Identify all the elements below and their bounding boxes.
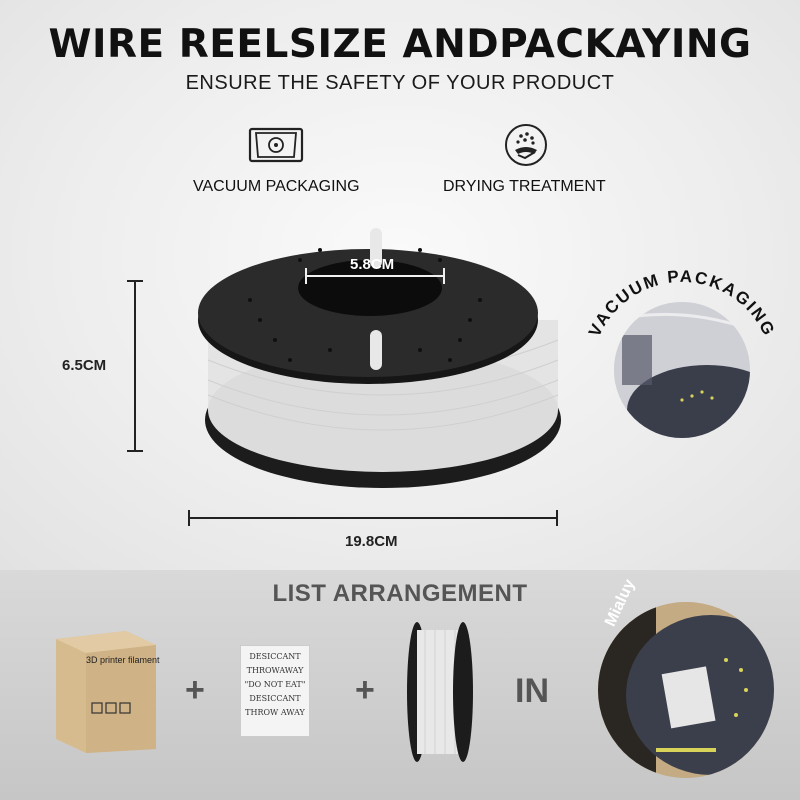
vacuum-badge-photo (614, 302, 750, 438)
height-label: 6.5CM (62, 357, 107, 374)
svg-text:VACUUM PACKAGING: VACUUM PACKAGING (585, 267, 779, 340)
box-label: 3D printer filament (86, 655, 160, 665)
list-title: LIST ARRANGEMENT (272, 580, 528, 607)
plus-sign-2: + (355, 671, 375, 709)
desiccant-line-2: THROWAWAY (246, 666, 304, 675)
desiccant-line-4: DESICCANT (249, 694, 301, 703)
desiccant-line-5: THROW AWAY (245, 708, 305, 717)
feature-label-drying: DRYING TREATMENT (443, 178, 606, 195)
page-subtitle: ENSURE THE SAFETY OF YOUR PRODUCT (185, 72, 615, 94)
packaging-box (56, 631, 156, 753)
desiccant-line-3: "DO NOT EAT" (244, 680, 306, 689)
desiccant-line-1: DESICCANT (249, 652, 301, 661)
vacuum-badge-text: VACUUM PACKAGING (585, 267, 779, 340)
vacuum-bag-icon (248, 127, 304, 163)
drying-icon (505, 124, 547, 166)
inner-diameter-line (305, 268, 445, 284)
width-line (188, 510, 558, 526)
spool-side-view (407, 622, 473, 762)
filament-spool (198, 228, 561, 488)
vacuum-badge-label: VACUUM PACKAGING (585, 267, 777, 340)
inner-diameter-label: 5.8CM (350, 256, 395, 273)
desiccant-pack: DESICCANT THROWAWAY "DO NOT EAT" DESICCA… (240, 645, 310, 737)
in-label: IN (515, 672, 549, 710)
height-line (127, 280, 143, 452)
feature-label-vacuum: VACUUM PACKAGING (193, 178, 360, 195)
page-title: WIRE REELSIZE ANDPACKAYING (48, 22, 752, 67)
plus-sign-1: + (185, 671, 205, 709)
packed-product-photo (598, 602, 774, 778)
width-label: 19.8CM (345, 533, 398, 550)
